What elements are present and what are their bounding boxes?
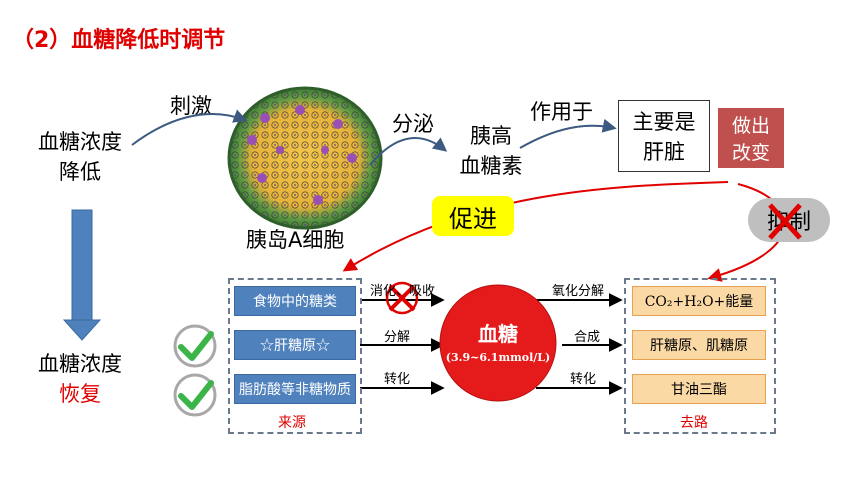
sink-arrow-label-3: 转化 [570,372,597,387]
check-icon-2 [173,373,217,417]
liver-line2: 肝脏 [643,140,685,164]
down-arrow [62,209,102,341]
inhibit-label: 抑制 [748,198,830,242]
liver-box: 主要是 肝脏 [618,100,710,172]
source-item-food: 食物中的糖类 [234,286,356,316]
blood-sugar-recover-text: 血糖浓度 恢复 [28,348,132,408]
blood-sugar-circle [439,284,557,402]
source-arrow-label-1: 消化、吸收 [370,284,436,299]
source-item-glycogen: ☆肝糖原☆ [234,330,356,360]
secrete-arrow [369,137,448,166]
acts-on-arrow [519,118,617,149]
blood-sugar-text: 血糖 (3.9~6.1mmol/L) [440,318,556,364]
no-digestion-cross-icon [385,281,419,315]
sinks-label: 去路 [680,415,708,431]
acts-on-label: 作用于 [530,100,593,124]
promote-label: 促进 [432,196,514,236]
islet-label: 胰岛A细胞 [246,228,345,252]
left-top-line1: 血糖浓度 [38,130,122,154]
check-icon-1 [173,324,217,368]
left-bottom-line2: 恢复 [59,382,101,406]
change-box: 做出 改变 [718,108,784,168]
liver-line1: 主要是 [632,110,696,134]
sources-label: 来源 [278,415,306,431]
source-arrow-label-2: 分解 [384,330,411,345]
change-line2: 改变 [731,142,770,164]
blood-sugar-range: (3.9~6.1mmol/L) [445,351,551,364]
sink-item-glycogen: 肝糖原、肌糖原 [632,330,766,360]
sinks-container [624,278,776,434]
promote-arrow [342,181,729,272]
sink-item-triglyceride: 甘油三酯 [632,374,766,404]
page-title: （2）血糖降低时调节 [12,28,226,53]
source-item-nonsugar: 脂肪酸等非糖物质 [234,374,356,404]
left-bottom-line1: 血糖浓度 [38,352,122,376]
source-arrow-label-3: 转化 [384,372,411,387]
hormone-text: 胰高 血糖素 [446,120,536,180]
secrete-label: 分泌 [392,112,434,136]
left-top-line2: 降低 [59,160,101,184]
sink-arrow-label-1: 氧化分解 [552,284,605,299]
sink-item-oxidation: CO₂+H₂O+能量 [632,286,766,316]
change-line1: 做出 [731,115,770,137]
sources-container [228,278,362,434]
hormone-line2: 血糖素 [459,154,523,178]
stimulus-arrow [131,109,248,146]
islet-cell-image [227,86,383,230]
blood-sugar-low-text: 血糖浓度 降低 [28,126,132,186]
sink-arrow-label-2: 合成 [574,330,601,345]
blood-sugar-label: 血糖 [478,322,518,346]
hormone-line1: 胰高 [470,124,512,148]
